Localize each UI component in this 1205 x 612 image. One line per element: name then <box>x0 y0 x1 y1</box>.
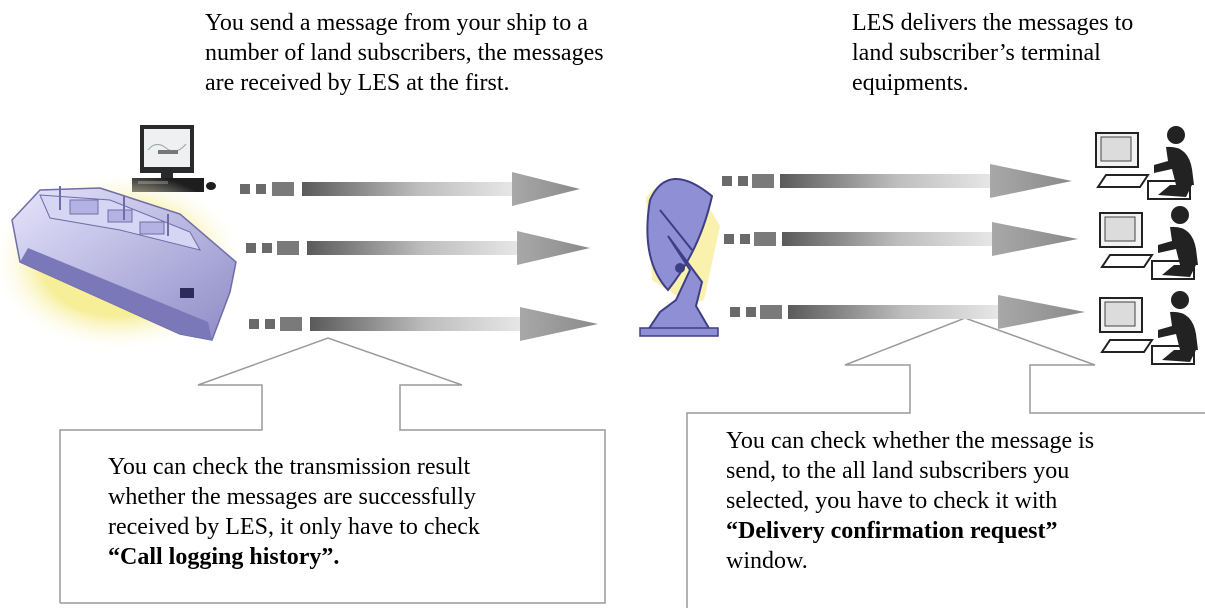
callout-line: received by LES, it only have to check <box>108 514 480 540</box>
operator-at-terminal-icon <box>1099 206 1198 280</box>
operator-at-terminal-icon <box>1099 291 1198 365</box>
callout-line: You can check whether the message is <box>726 428 1095 454</box>
callout-line: You can check the transmission result <box>108 454 471 480</box>
callout-bold-line: “Delivery confirmation request” <box>726 516 1196 546</box>
call-logging-history-label: “Call logging history”. <box>108 544 340 570</box>
caption-line: number of land subscribers, the messages <box>205 40 604 66</box>
ship-icon <box>0 172 246 352</box>
caption-line: You send a message from your ship to a <box>205 10 588 36</box>
satellite-dish-icon <box>639 178 720 337</box>
left-callout-text: You can check the transmission result wh… <box>108 452 598 572</box>
right-callout-shape <box>686 317 1205 608</box>
arrow-les-to-subscriber-3 <box>730 295 1085 329</box>
left-callout-shape <box>59 337 606 604</box>
callout-bold-line: “Call logging history”. <box>108 542 598 572</box>
arrow-les-to-subscriber-2 <box>724 222 1078 256</box>
operator-at-terminal-icon <box>1095 126 1194 200</box>
callout-line: whether the messages are successfully <box>108 484 476 510</box>
callout-line: send, to the all land subscribers you <box>726 458 1070 484</box>
callout-line: window. <box>726 548 808 574</box>
arrow-ship-to-les-1 <box>240 172 580 206</box>
delivery-confirmation-request-label: “Delivery confirmation request” <box>726 518 1058 544</box>
caption-line: land subscriber’s terminal <box>852 40 1101 66</box>
arrow-les-to-subscriber-1 <box>722 164 1072 198</box>
arrow-ship-to-les-2 <box>246 231 590 265</box>
caption-line: LES delivers the messages to <box>852 10 1134 36</box>
top-left-caption: You send a message from your ship to a n… <box>205 8 725 98</box>
right-callout-text: You can check whether the message is sen… <box>726 426 1196 576</box>
top-right-caption: LES delivers the messages to land subscr… <box>852 8 1202 98</box>
caption-line: are received by LES at the first. <box>205 70 510 96</box>
caption-line: equipments. <box>852 70 969 96</box>
callout-line: selected, you have to check it with <box>726 488 1058 514</box>
arrow-ship-to-les-3 <box>249 307 598 341</box>
